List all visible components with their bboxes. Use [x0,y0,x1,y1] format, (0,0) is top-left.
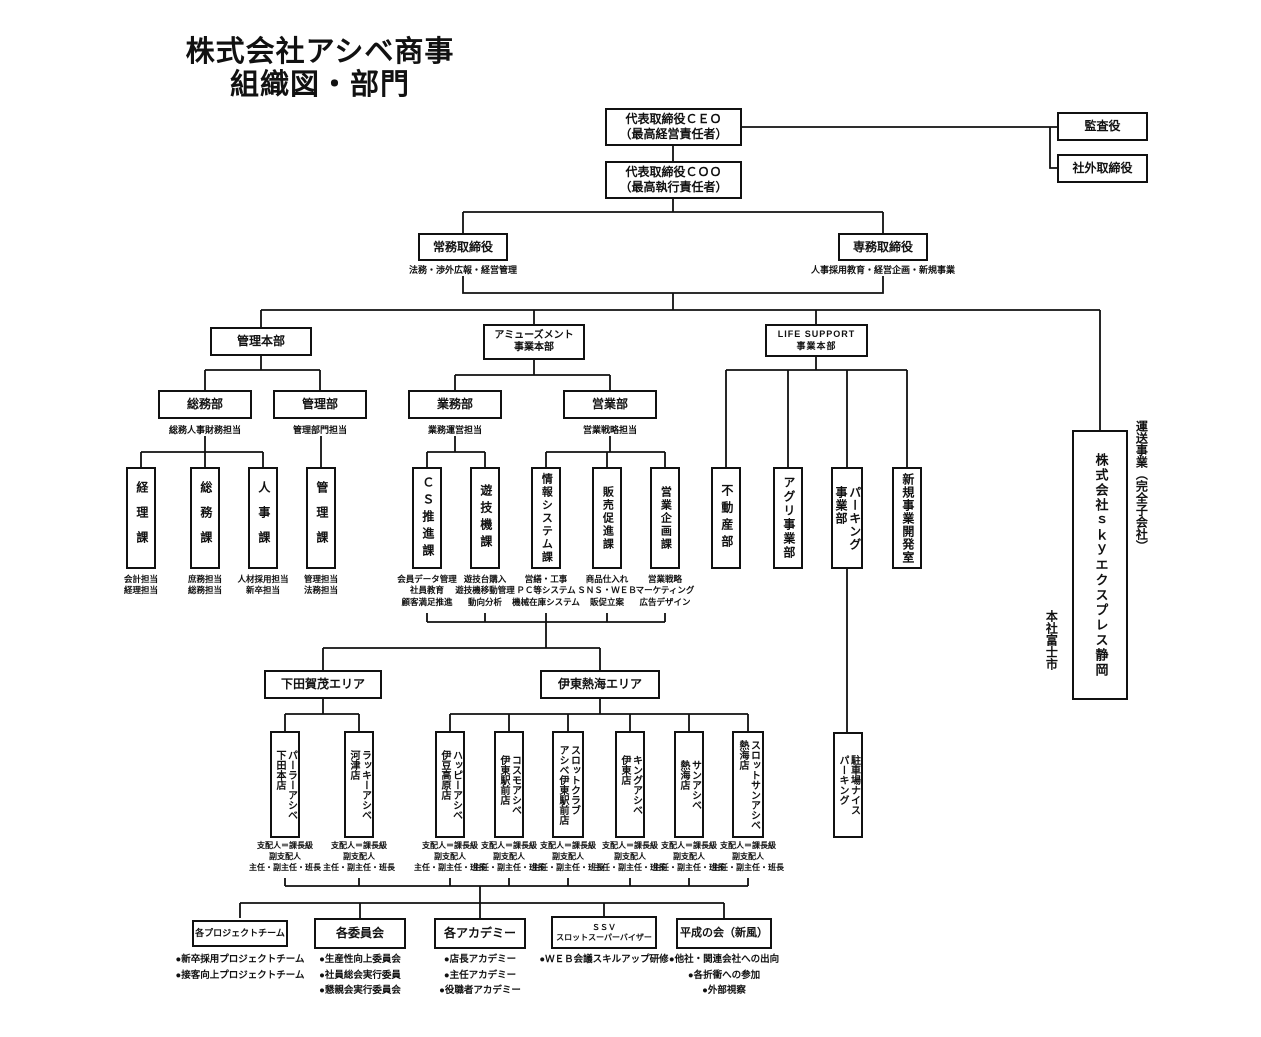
node-jinji-ka: 人事課 [248,467,278,569]
yugiki-ka-caption: 遊技台購入 遊技機移動管理 動向分析 [455,574,515,607]
gyomu-bu-caption: 業務運営担当 [427,425,483,435]
project-teams-list: ●新卒採用プロジェクトチーム ●接客向上プロジェクトチーム [175,954,305,981]
jomu-caption: 法務・渉外広報・経営管理 [408,265,518,275]
somu-ka-caption: 庶務担当 総務担当 [187,574,223,596]
node-yugiki-ka: 遊技機課 [470,467,500,569]
cs-ka-caption: 会員データ管理 社員教育 顧客満足推進 [397,574,457,607]
store-caption: 支配人＝課長級 副支配人 主任・副主任・班長 [594,841,666,872]
node-eigyo-kikaku-ka: 営業企画課 [650,467,680,569]
node-store-cosmo-ashibe-ito: コスモアシベ 伊東駅前店 [494,731,524,838]
node-coo: 代表取締役ＣＯＯ （最高執行責任者） [605,161,742,199]
node-store-slot-club-ashibe-ito: スロットクラブ アシベ伊東駅前店 [552,731,584,838]
keiri-ka-caption: 会計担当 経理担当 [123,574,159,596]
node-store-sun-ashibe-atami: サンアシベ 熱海店 [674,731,704,838]
node-store-king-ashibe-ito: キングアシベ 伊東店 [615,731,645,838]
store-caption: 支配人＝課長級 副支配人 主任・副主任・班長 [249,841,321,872]
committees-list: ●生産性向上委員会 ●社員総会実行委員 ●懇親会実行委員会 [319,954,401,997]
hansoku-ka-caption: 商品仕入れ ＳＮＳ・ＷＥＢ 販促立案 [577,574,637,607]
node-ssv: ＳＳＶ スロットスーパーバイザー [551,916,657,949]
node-committees: 各委員会 [314,918,406,949]
node-parking-lot-nice-parking: 駐車場ナイス パーキング [833,732,863,838]
academies-list: ●店長アカデミー ●主任アカデミー ●役職者アカデミー [439,954,521,997]
node-kanri-ka: 管理課 [306,467,336,569]
node-agri-jigyobu: アグリ事業部 [773,467,803,569]
node-life-support-honbu: LIFE SUPPORT 事業本部 [765,324,868,357]
node-shinki-jigyo-kaihatsu: 新規事業開発室 [892,467,922,569]
node-somu-bu: 総務部 [158,390,252,419]
node-heisei-no-kai: 平成の会（新風） [676,918,772,949]
kanri-ka-caption: 管理担当 法務担当 [303,574,339,596]
node-kanri-bu: 管理部 [273,390,367,419]
eigyo-bu-caption: 営業戦略担当 [582,425,638,435]
joho-ka-caption: 営繕・工事 ＰＣ等システム 機械在庫システム [512,574,580,607]
node-store-lucky-ashibe-kawazu: ラッキーアシベ 河津店 [344,731,374,838]
node-project-teams: 各プロジェクトチーム [192,920,288,947]
somu-bu-caption: 総務人事財務担当 [168,425,242,435]
node-somu-ka: 総務課 [190,467,220,569]
page-title: 株式会社アシベ商事 組織図・部門 [185,36,455,102]
store-caption: 支配人＝課長級 副支配人 主任・副主任・班長 [414,841,486,872]
store-caption: 支配人＝課長級 副支配人 主任・副主任・班長 [532,841,604,872]
kikaku-ka-caption: 営業戦略 マーケティング 広告デザイン [635,574,695,607]
store-caption: 支配人＝課長級 副支配人 主任・副主任・班長 [323,841,395,872]
semmu-caption: 人事採用教育・経営企画・新規事業 [810,265,956,275]
node-jomu-director: 常務取締役 [418,233,508,261]
node-ito-atami-area: 伊東熱海エリア [540,670,660,699]
node-store-parlor-ashibe-shimoda: パーラーアシベ 下田本店 [270,731,300,838]
node-auditor: 監査役 [1057,112,1148,141]
node-ceo: 代表取締役ＣＥＯ （最高経営責任者） [605,108,742,146]
node-gyomu-bu: 業務部 [408,390,502,419]
ssv-list: ●ＷＥＢ会議スキルアップ研修 [539,954,669,965]
node-semmu-director: 専務取締役 [838,233,928,261]
subsidiary-location-label: 本社富士市 [1044,610,1059,670]
node-kanri-honbu: 管理本部 [210,327,312,356]
store-caption: 支配人＝課長級 副支配人 主任・副主任・班長 [712,841,784,872]
node-store-slot-sun-ashibe-atami: スロットサンアシベ 熱海店 [732,731,764,838]
node-outside-director: 社外取締役 [1057,154,1148,183]
node-shimoda-kamo-area: 下田賀茂エリア [264,670,382,699]
subsidiary-business-label: 運送事業（完全子会社） [1134,420,1149,552]
node-amusement-honbu: アミューズメント 事業本部 [483,324,585,360]
jinji-ka-caption: 人材採用担当 新卒担当 [237,574,289,596]
store-caption: 支配人＝課長級 副支配人 主任・副主任・班長 [653,841,725,872]
heisei-no-kai-list: ●他社・関連会社への出向 ●各折衝への参加 ●外部視察 [668,954,780,997]
node-fudosan-bu: 不動産部 [711,467,741,569]
node-parking-jigyobu: パーキング 事業部 [831,467,863,569]
node-eigyo-bu: 営業部 [563,390,657,419]
store-caption: 支配人＝課長級 副支配人 主任・副主任・班長 [473,841,545,872]
kanri-bu-caption: 管理部門担当 [292,425,348,435]
node-store-happy-ashibe-izukogen: ハッピーアシベ 伊豆高原店 [435,731,465,838]
node-keiri-ka: 経理課 [126,467,156,569]
node-cs-suishin-ka: ＣＳ推進課 [412,467,442,569]
node-hanbai-sokushin-ka: 販売促進課 [592,467,622,569]
node-joho-system-ka: 情報システム課 [531,467,561,569]
node-academies: 各アカデミー [434,918,526,949]
node-subsidiary-sky-express: 株式会社ｓｋｙエクスプレス静岡 [1072,430,1128,700]
